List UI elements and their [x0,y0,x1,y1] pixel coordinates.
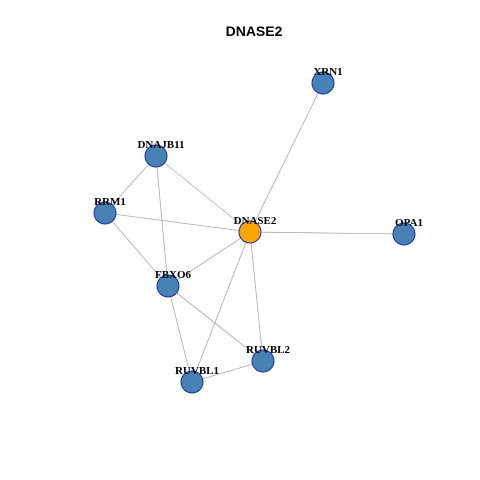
node-label-fbxo6: FBXO6 [155,269,192,281]
node-circle-ruvbl2 [251,349,275,373]
node-opa1: OPA1 [392,217,423,246]
node-xrn1: XRN1 [311,66,343,95]
edge-dnajb11-fbxo6 [155,155,169,287]
node-layer: DNASE2 XRN1DNAJB11RRM1OPA1FBXO6RUVBL2RUVB… [93,66,423,394]
node-ruvbl1: RUVBL1 [175,365,219,394]
node-circle-dnajb11 [144,144,168,168]
edge-rrm1-fbxo6 [104,212,169,287]
edge-dnase2-ruvbl2 [249,231,264,362]
node-label-dnajb11: DNAJB11 [137,139,184,151]
edge-dnase2-fbxo6 [167,231,251,287]
edge-dnase2-rrm1 [104,212,251,233]
node-label-opa1: OPA1 [395,217,423,229]
node-label-rrm1: RRM1 [94,196,126,208]
edge-dnase2-ruvbl1 [191,231,251,383]
edge-fbxo6-ruvbl2 [167,285,264,362]
diagram-title: DNASE2 [226,23,283,39]
node-label-ruvbl2: RUVBL2 [246,344,291,356]
node-circle-fbxo6 [156,274,180,298]
edge-dnajb11-rrm1 [104,155,157,214]
node-fbxo6: FBXO6 [155,269,192,298]
edge-ruvbl1-ruvbl2 [191,360,264,383]
node-circle-ruvbl1 [180,370,204,394]
edge-dnase2-opa1 [249,231,405,235]
node-dnajb11: DNAJB11 [137,139,185,168]
node-label-ruvbl1: RUVBL1 [175,365,219,377]
edge-layer [104,82,405,383]
node-circle-xrn1 [311,71,335,95]
node-circle-dnase2 [238,220,262,244]
node-circle-rrm1 [93,201,117,225]
edge-dnase2-xrn1 [249,82,324,233]
node-rrm1: RRM1 [93,196,126,225]
edge-fbxo6-ruvbl1 [167,285,193,383]
node-dnase2: DNASE2 [234,215,277,244]
edge-dnase2-dnajb11 [155,155,251,233]
node-label-xrn1: XRN1 [313,66,342,78]
node-label-dnase2: DNASE2 [234,215,277,227]
node-circle-opa1 [392,222,416,246]
node-ruvbl2: RUVBL2 [246,344,291,373]
